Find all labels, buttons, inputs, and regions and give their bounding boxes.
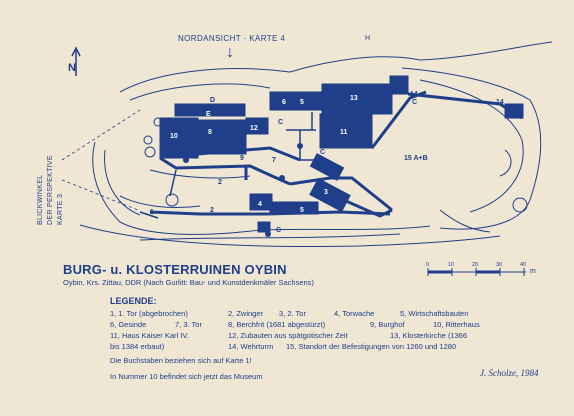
map-label-9: 9	[240, 155, 244, 162]
legend-heading: LEGENDE:	[110, 296, 157, 306]
map-label-5-b: 5	[300, 207, 304, 214]
perspective-label-line3: KARTE 3	[57, 193, 64, 225]
legend-item-12: 12, Zubauten aus spätgotischer Zeit	[228, 331, 348, 340]
map-label-2: 2	[218, 179, 222, 186]
scale-bar	[427, 268, 526, 276]
legend-item-11: 11, Haus Kaiser Karl IV.	[110, 331, 189, 340]
map-label-G: G	[350, 129, 356, 136]
map-label-6: 6	[282, 99, 286, 106]
map-label-5: 5	[300, 99, 304, 106]
h-marker: H	[365, 35, 371, 42]
map-label-C-2: C	[320, 149, 325, 156]
map-title: BURG- u. KLOSTERRUINEN OYBIN	[63, 262, 287, 277]
perspective-label-line2: DER PERSPEKTIVE	[47, 155, 54, 225]
view-direction-arrow-icon: ↓	[226, 44, 234, 61]
castle-walls	[149, 90, 523, 237]
map-label-12: 12	[250, 125, 258, 132]
map-label-C: C	[278, 119, 283, 126]
legend-item-1: 1, 1. Tor (abgebrochen)	[110, 309, 188, 318]
perspective-lines	[61, 109, 141, 211]
map-label-14-b: 14	[496, 99, 504, 106]
legend-item-14: 14, Wehrturm	[228, 342, 274, 351]
author-signature: J. Scholze, 1984	[480, 368, 539, 378]
gate-markers	[183, 143, 303, 237]
map-label-D: D	[210, 97, 215, 104]
legend-note-museum: In Nummer 10 befindet sich jetzt das Mus…	[110, 372, 263, 381]
legend-item-10: 10, Ritterhaus	[433, 320, 480, 329]
legend-item-13: 13, Klosterkirche (1366	[390, 331, 468, 340]
map-label-7: 7	[272, 157, 276, 164]
north-view-label: NORDANSICHT · KARTE 4	[178, 34, 286, 43]
scale-tick-10: 10	[448, 262, 455, 268]
fortification-buildings	[159, 75, 524, 233]
map-label-10: 10	[170, 133, 178, 140]
scale-unit: m	[530, 268, 536, 275]
perspective-label-line1: BLICKWINKEL	[37, 174, 44, 225]
legend-item-4: 4, Torwache	[334, 309, 375, 318]
north-arrow-icon	[71, 46, 81, 76]
map-label-1: 1	[150, 209, 154, 216]
map-label-2-b: 2	[210, 207, 214, 214]
map-label-C-3: C	[276, 227, 281, 234]
scale-tick-20: 20	[472, 262, 479, 268]
map-label-C-4: C	[412, 99, 417, 106]
map-label-13: 13	[350, 95, 358, 102]
legend-item-3: 3, 2. Tor	[279, 309, 306, 318]
map-subtitle: Oybin, Krs. Zittau, DDR (Nach Gurlitt: B…	[63, 278, 314, 287]
north-symbol: N	[68, 62, 76, 74]
legend-item-15: 15, Standort der Befestigungen von 1260 …	[286, 342, 457, 351]
map-label-15: 15 A+B	[404, 155, 428, 162]
map-label-E: E	[206, 111, 211, 118]
map-label-8: 8	[208, 129, 212, 136]
legend-note-letters: Die Buchstaben beziehen sich auf Karte 1…	[110, 356, 252, 365]
map-label-3: 3	[324, 189, 328, 196]
legend-item-7: 7, 3. Tor	[175, 320, 202, 329]
scale-tick-0: 0	[426, 262, 430, 268]
map-label-3-b: 3	[262, 227, 266, 234]
scale-tick-30: 30	[496, 262, 503, 268]
scale-tick-40: 40	[520, 262, 527, 268]
map-label-14: 14	[410, 91, 418, 98]
legend-item-2: 2, Zwinger	[228, 309, 264, 318]
inner-walls	[139, 112, 318, 219]
legend-item-6: 6, Gesinde	[110, 320, 147, 329]
terrain-outlines	[79, 41, 553, 248]
legend-item-5: 5, Wirtschaftsbauten	[400, 309, 469, 318]
legend-item-13-cont: bis 1384 erbaut)	[110, 342, 165, 351]
legend-item-8: 8, Berchfrit (1681 abgestürzt)	[228, 320, 326, 329]
map-labels: D E 10 8 12 C 6 5 13 11 14 14 G 9 7 C 2 …	[150, 91, 504, 234]
map-label-4: 4	[258, 201, 262, 208]
legend-item-9: 9, Burghof	[370, 320, 405, 329]
map-label-11: 11	[340, 129, 348, 136]
